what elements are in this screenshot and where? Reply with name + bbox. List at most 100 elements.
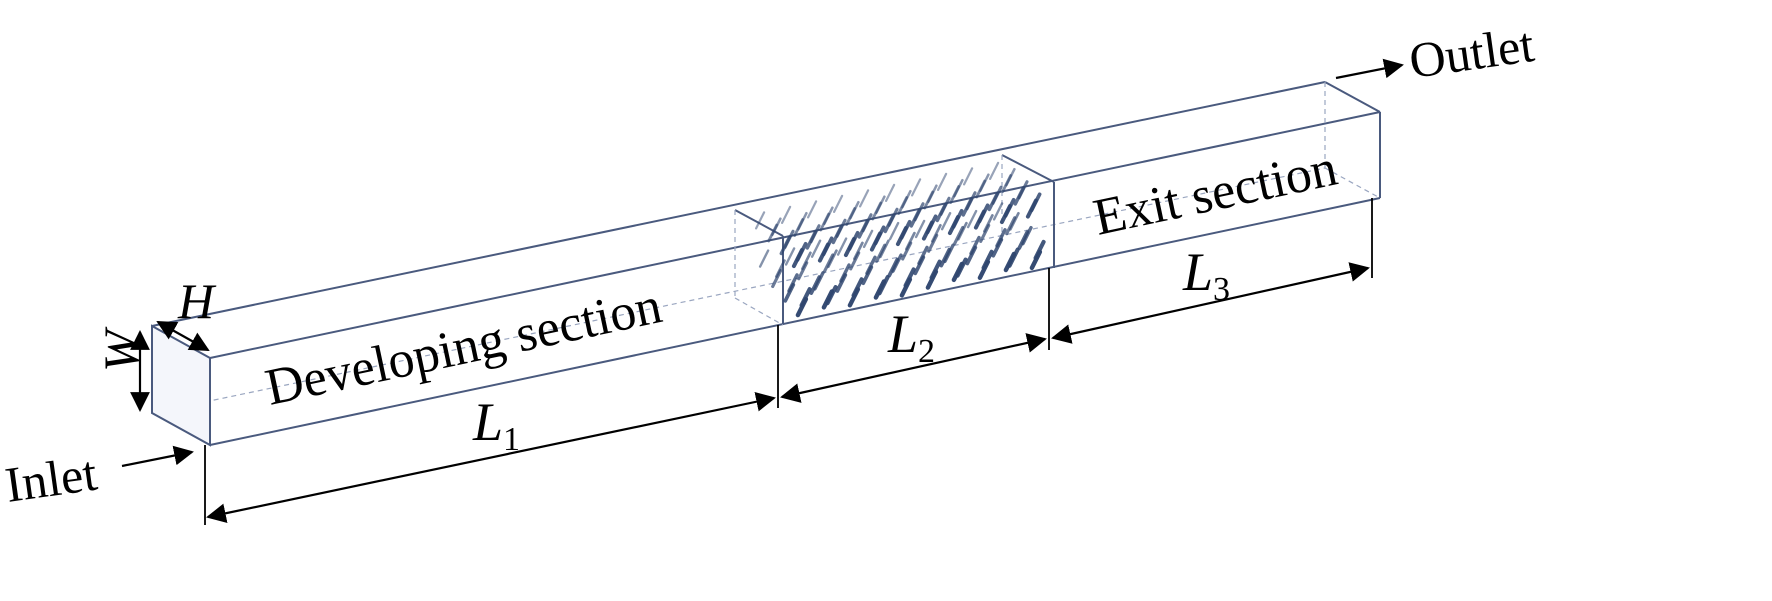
pin-fin: [962, 167, 974, 186]
pin-fin: [913, 255, 926, 276]
developing-section-label: Developing section: [261, 277, 667, 417]
pin-fin: [784, 247, 796, 266]
pin-fin: [887, 257, 900, 278]
pin-fin: [1005, 216, 1017, 236]
pin-fin: [1025, 198, 1038, 219]
pin-fin: [949, 185, 961, 204]
pin-fin: [988, 161, 1000, 180]
pin-fin: [771, 268, 783, 289]
pin-fin: [977, 259, 991, 280]
pin-fin: [883, 213, 895, 234]
pin-fin: [910, 178, 922, 197]
pin-fin: [927, 233, 939, 253]
pin-fin: [767, 223, 779, 243]
pin-fin: [973, 209, 986, 230]
pin-fin: [832, 194, 844, 213]
pin-fin: [899, 277, 913, 298]
pin-fin: [849, 251, 861, 271]
pin-fin: [921, 220, 934, 241]
h-label: H: [177, 273, 217, 329]
pin-fin: [779, 235, 791, 256]
pin-fin: [936, 172, 948, 191]
pin-fin: [847, 287, 861, 308]
outlet-top-edge: [1324, 81, 1381, 113]
pin-fin: [862, 229, 874, 249]
pin-fin: [961, 197, 973, 217]
pin-fin: [923, 190, 935, 210]
pin-fin: [758, 249, 770, 268]
pin-fin: [939, 247, 952, 268]
pin-fin: [947, 215, 960, 236]
h-dimension: [156, 321, 210, 351]
pin-fin: [975, 179, 987, 199]
pin-fin: [873, 279, 887, 300]
pin-fin: [823, 253, 835, 273]
pin-fin: [1029, 249, 1043, 271]
pin-fin: [835, 273, 848, 293]
pin-fin: [809, 275, 822, 295]
outlet-label: Outlet: [1406, 16, 1538, 89]
pin-fin: [979, 223, 991, 243]
dimension-lines: [130, 198, 1373, 525]
pin-fin: [817, 242, 830, 263]
pin-fin: [953, 225, 965, 246]
pin-fin: [836, 237, 848, 256]
w-label: W: [93, 326, 149, 372]
l1-dimension: [206, 391, 776, 524]
back-top-edge: [151, 81, 1326, 327]
pin-fin: [780, 205, 792, 224]
pin-fin: [861, 265, 874, 286]
pin-fin: [858, 189, 870, 208]
pin-fin: [795, 296, 809, 318]
pin-fin: [821, 289, 835, 310]
pin-fin: [914, 219, 926, 239]
pin-fin: [810, 239, 822, 258]
pin-fin: [869, 231, 882, 252]
pin-fin: [806, 200, 818, 219]
pin-fin: [884, 183, 896, 202]
pin-fin: [1003, 251, 1017, 273]
divider-2-top: [1001, 154, 1055, 183]
l2-dimension: [780, 333, 1047, 403]
inlet-face: [151, 324, 211, 447]
divider-1-hidden-bottom: [734, 297, 784, 326]
pin-fin: [987, 191, 999, 212]
pin-fin: [965, 245, 978, 266]
pin-fin: [999, 204, 1012, 225]
pin-fin: [940, 211, 952, 231]
exit-section-label: Exit section: [1089, 140, 1342, 247]
l3-label: L3: [1182, 242, 1230, 308]
l2-label: L2: [887, 304, 935, 370]
pin-fin: [991, 237, 1004, 258]
pin-fin: [888, 221, 900, 241]
l1-label: L1: [472, 392, 520, 458]
pin-fin: [831, 224, 843, 245]
outlet-hidden-bottom: [1324, 167, 1381, 199]
pin-fin: [805, 230, 817, 250]
pin-fin: [819, 212, 831, 232]
pin-fin: [925, 269, 939, 290]
pin-fin: [793, 218, 805, 237]
pin-fin: [857, 219, 869, 239]
pin-fin: [845, 207, 857, 226]
inlet-label: Inlet: [2, 445, 101, 513]
pin-fin: [1001, 174, 1013, 193]
l3-dimension: [1051, 262, 1370, 344]
pin-fin: [875, 243, 887, 263]
pin-fin: [1013, 186, 1025, 206]
back-bottom-edge: [151, 167, 1326, 414]
pin-fin: [783, 282, 796, 303]
pin-fin: [843, 237, 856, 258]
pin-fin: [901, 241, 913, 261]
pin-fin: [871, 201, 883, 221]
pin-fin: [909, 208, 921, 228]
pin-fin: [754, 211, 766, 230]
pin-fin: [895, 226, 908, 247]
pin-fin: [791, 248, 804, 269]
inlet-arrow: [121, 445, 194, 468]
pin-fin: [1017, 230, 1030, 250]
pin-fin: [797, 261, 809, 281]
pin-fin-array: [754, 161, 1046, 318]
